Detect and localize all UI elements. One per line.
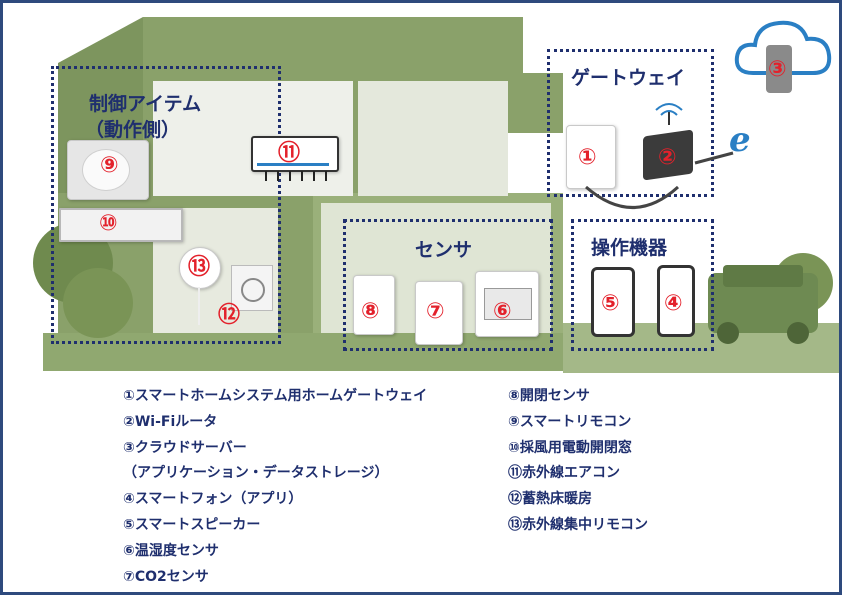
home-gateway-device <box>566 125 616 189</box>
legend-item: ⑧開閉センサ <box>508 388 590 404</box>
co2-sensor-device <box>415 281 463 345</box>
legend-item: ③クラウドサーバー <box>123 439 247 456</box>
legend-item: ①スマートホームシステム用ホームゲートウェイ <box>123 388 428 404</box>
marker-11: ⑪ <box>278 141 301 166</box>
open-close-sensor-device <box>353 275 395 335</box>
marker-1: ① <box>578 145 597 170</box>
wifi-icon <box>655 103 683 125</box>
legend-item: ⑤スマートスピーカー <box>123 516 261 533</box>
sensor-title: センサ <box>415 239 473 261</box>
gateway-connection-line <box>585 185 680 209</box>
marker-12: ⑫ <box>218 303 241 328</box>
upper-room-right <box>358 81 508 196</box>
remote-stand <box>198 287 200 325</box>
legend-item: ⑩採風用電動開閉窓 <box>508 439 632 456</box>
operation-title: 操作機器 <box>591 237 668 259</box>
smart-remote-device <box>67 140 149 200</box>
legend-item: ⑥温湿度センサ <box>123 542 219 559</box>
legend-item: （アプリケーション・データストレージ） <box>123 465 389 482</box>
legend-item: ④スマートフォン（アプリ） <box>123 491 303 508</box>
electric-window-device <box>59 208 183 242</box>
control-items-title: 制御アイテム <box>89 93 202 115</box>
router-cloud-link <box>694 151 734 165</box>
control-items-box <box>51 66 281 344</box>
gateway-title: ゲートウェイ <box>571 67 686 89</box>
temp-humidity-sensor-device <box>475 271 539 337</box>
marker-10: ⑩ <box>99 211 118 236</box>
legend-item: ⑬赤外線集中リモコン <box>508 516 648 533</box>
browser-e-icon: e <box>729 120 751 160</box>
smart-speaker-device <box>591 267 635 337</box>
marker-5: ⑤ <box>601 291 620 316</box>
air-flow-lines <box>265 171 327 181</box>
control-items-subtitle: （動作側） <box>85 119 181 141</box>
legend-left: ①スマートホームシステム用ホームゲートウェイ ②Wi-Fiルータ ③クラウドサー… <box>123 384 427 590</box>
gateway-box <box>547 49 714 197</box>
marker-7: ⑦ <box>426 299 445 324</box>
operation-box <box>571 219 714 351</box>
sensor-box <box>343 219 553 351</box>
smartphone-app-device <box>657 265 695 337</box>
marker-13: ⑬ <box>188 255 211 280</box>
marker-3: ③ <box>768 57 787 82</box>
marker-9: ⑨ <box>100 153 119 178</box>
legend-item: ⑪赤外線エアコン <box>508 465 620 482</box>
marker-2: ② <box>658 145 677 170</box>
ir-central-remote-device <box>179 247 221 289</box>
washing-machine <box>231 265 273 311</box>
air-conditioner-icon <box>251 136 339 172</box>
marker-8: ⑧ <box>361 299 380 324</box>
legend-item: ⑦CO2センサ <box>123 568 209 585</box>
legend-right: ⑧開閉センサ ⑨スマートリモコン ⑩採風用電動開閉窓 ⑪赤外線エアコン ⑫蓄熱床… <box>508 384 648 539</box>
smartphone-icon <box>766 45 792 93</box>
marker-6: ⑥ <box>493 299 512 324</box>
marker-4: ④ <box>664 291 683 316</box>
legend-item: ②Wi-Fiルータ <box>123 413 218 430</box>
legend-item: ⑫蓄熱床暖房 <box>508 491 592 508</box>
legend-item: ⑨スマートリモコン <box>508 413 632 430</box>
